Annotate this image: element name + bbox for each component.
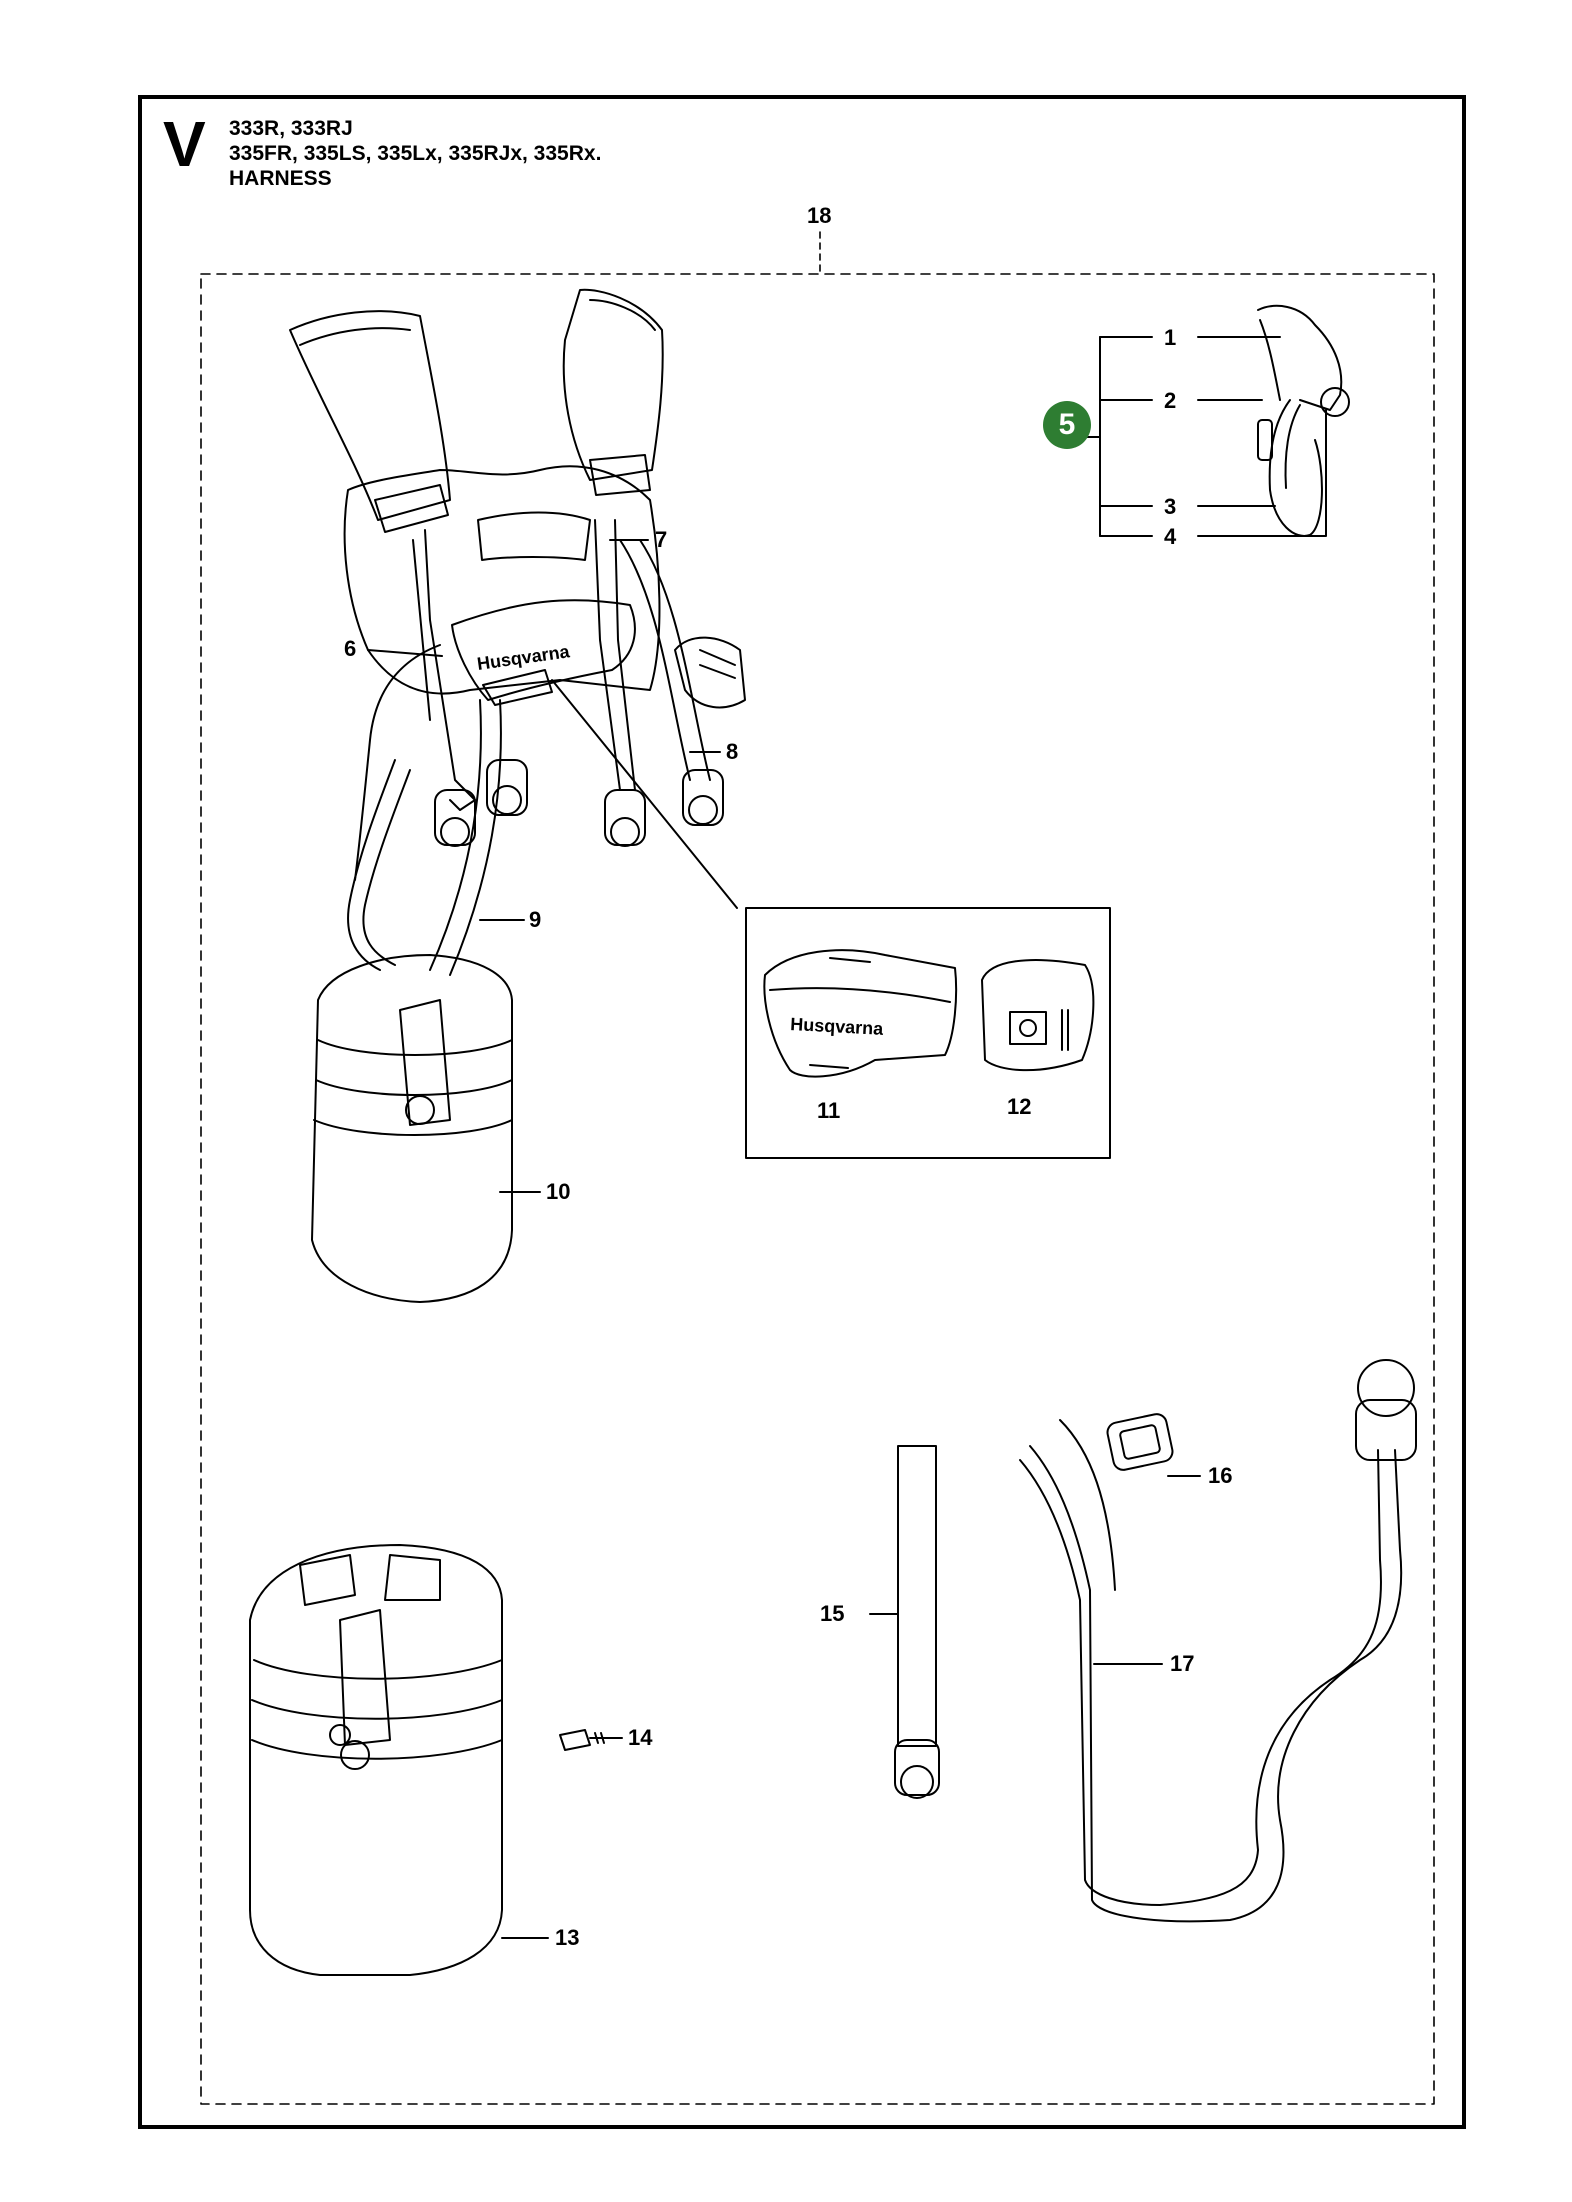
callout-1: 1 [1164,325,1177,350]
page-frame [138,95,1466,2129]
callout-17: 17 [1170,1651,1195,1676]
brand-on-chest-plate: Husqvarna [790,1014,885,1039]
callout-12: 12 [1007,1094,1032,1119]
header-block: 333R, 333RJ 335FR, 335LS, 335Lx, 335RJx,… [229,116,601,191]
part-11-chest-plate [763,949,958,1078]
callout-9: 9 [529,907,542,932]
callout-2: 2 [1164,388,1177,413]
harness-assembly [289,288,746,976]
callout-16: 16 [1208,1463,1233,1488]
bag-10 [311,954,513,1303]
left-shoulder-pad [289,310,451,521]
strap-9 [429,699,482,971]
callout-10: 10 [546,1179,571,1204]
callout-11: 11 [817,1098,841,1123]
hook-assembly [1257,304,1350,537]
strap-15 [894,1445,940,1799]
callout-4: 4 [1164,524,1177,549]
strap-7 [594,519,621,791]
callout-18: 18 [807,203,832,228]
chest-plate [451,599,636,701]
leader-4 [1197,409,1327,537]
screw-14 [559,1729,611,1751]
callout-5-badge: 5 [1043,401,1091,449]
leader-inset [551,679,738,909]
right-shoulder-pad [562,288,664,481]
section-letter: V [163,108,206,180]
callout-14: 14 [628,1725,653,1750]
models-line-2: 335FR, 335LS, 335Lx, 335RJx, 335Rx. [229,142,602,165]
callout-3: 3 [1164,494,1177,519]
callout-13: 13 [555,1925,580,1950]
part-12-side-buckle [981,959,1095,1072]
models-line-1: 333R, 333RJ [229,117,353,140]
strap-end-9 [486,759,528,816]
kit-boundary [200,273,1435,2105]
callout-15: 15 [820,1601,845,1626]
inset-box [745,907,1111,1159]
bag-13 [249,1544,503,1976]
leader-6 [367,649,443,657]
callout-6: 6 [344,636,357,661]
page-title: HARNESS [229,167,332,190]
strap-17 [1019,1359,1417,1923]
brand-on-harness: Husqvarna [476,641,572,674]
buckle-16 [1106,1413,1174,1471]
callout-8: 8 [726,739,739,764]
side-buckle [674,636,746,709]
callout-7: 7 [655,527,668,552]
